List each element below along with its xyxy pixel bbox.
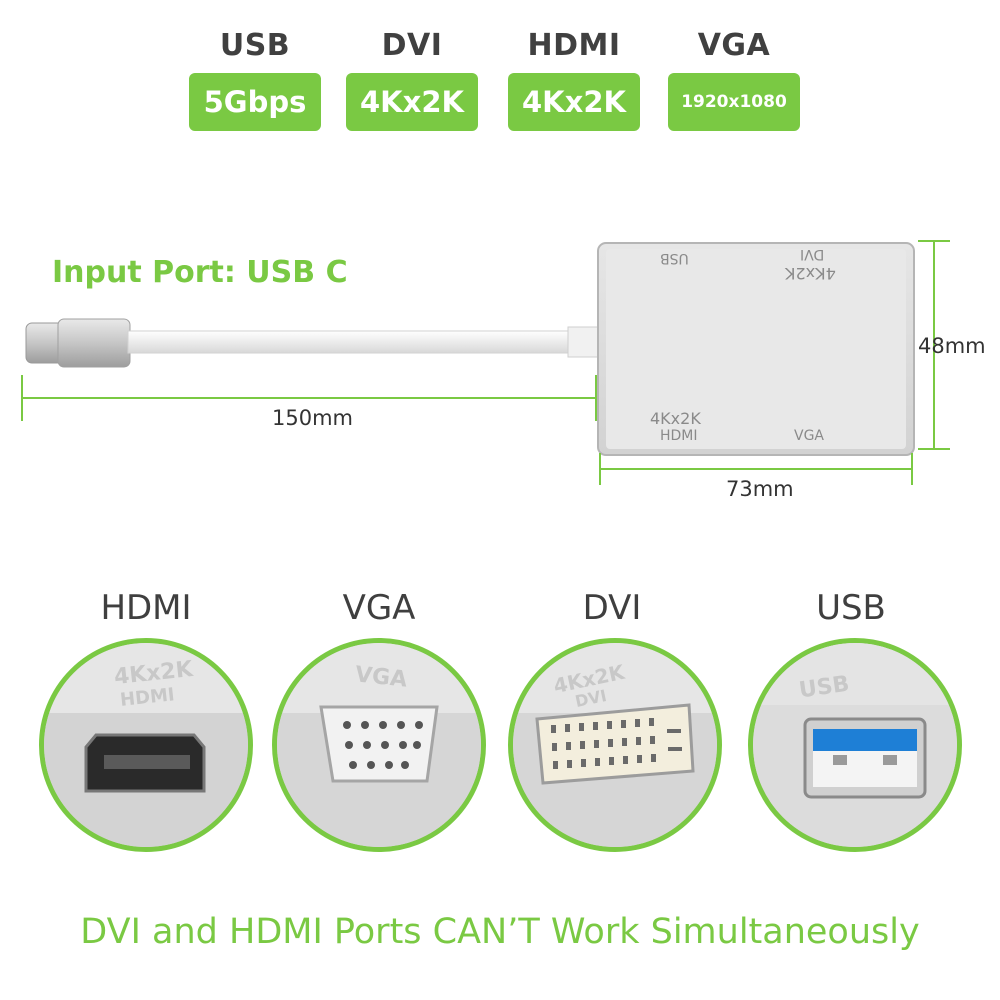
vga-port-closeup: VGA — [272, 638, 486, 852]
simultaneous-warning: DVI and HDMI Ports CAN’T Work Simultaneo… — [80, 912, 920, 952]
dvi-port-closeup: 4Kx2K DVI — [508, 638, 722, 852]
adapter-hdmi-label: HDMI — [660, 428, 698, 444]
adapter-dvi-label: DVI — [800, 246, 825, 262]
cable — [127, 330, 569, 354]
input-port-label: Input Port: USB C — [52, 255, 348, 290]
spec-title: USB — [219, 28, 291, 63]
adapter-vga-label: VGA — [794, 428, 825, 444]
spec-badge: 1920x1080 — [668, 73, 800, 131]
spec-dvi: DVI 4Kx2K — [342, 28, 482, 131]
adapter-usb-label: USB — [660, 250, 689, 266]
engrave-top: VGA — [353, 662, 409, 693]
spec-title: VGA — [697, 28, 771, 63]
spec-usb: USB 5Gbps — [185, 28, 325, 131]
spec-badge: 4Kx2K — [508, 73, 640, 131]
usb-port-closeup: USB — [748, 638, 962, 852]
spec-title: HDMI — [527, 28, 621, 63]
cable-length-label: 150mm — [272, 406, 353, 430]
spec-title: DVI — [381, 28, 443, 63]
port-title-hdmi: HDMI — [100, 588, 192, 628]
width-label: 73mm — [726, 477, 794, 501]
port-title-dvi: DVI — [582, 588, 642, 628]
adapter-hdmi-res-label: 4Kx2K — [650, 409, 701, 428]
adapter-dvi-res-label: 4Kx2K — [785, 264, 836, 283]
spec-badge: 4Kx2K — [346, 73, 478, 131]
spec-badge: 5Gbps — [189, 73, 321, 131]
port-title-vga: VGA — [342, 588, 416, 628]
dvi-port-icon — [535, 703, 695, 785]
port-title-usb: USB — [816, 588, 886, 628]
spec-vga: VGA 1920x1080 — [664, 28, 804, 131]
hdmi-port-closeup: 4Kx2K HDMI — [39, 638, 253, 852]
height-label: 48mm — [918, 334, 986, 358]
adapter-illustration — [21, 240, 950, 485]
spec-hdmi: HDMI 4Kx2K — [504, 28, 644, 131]
